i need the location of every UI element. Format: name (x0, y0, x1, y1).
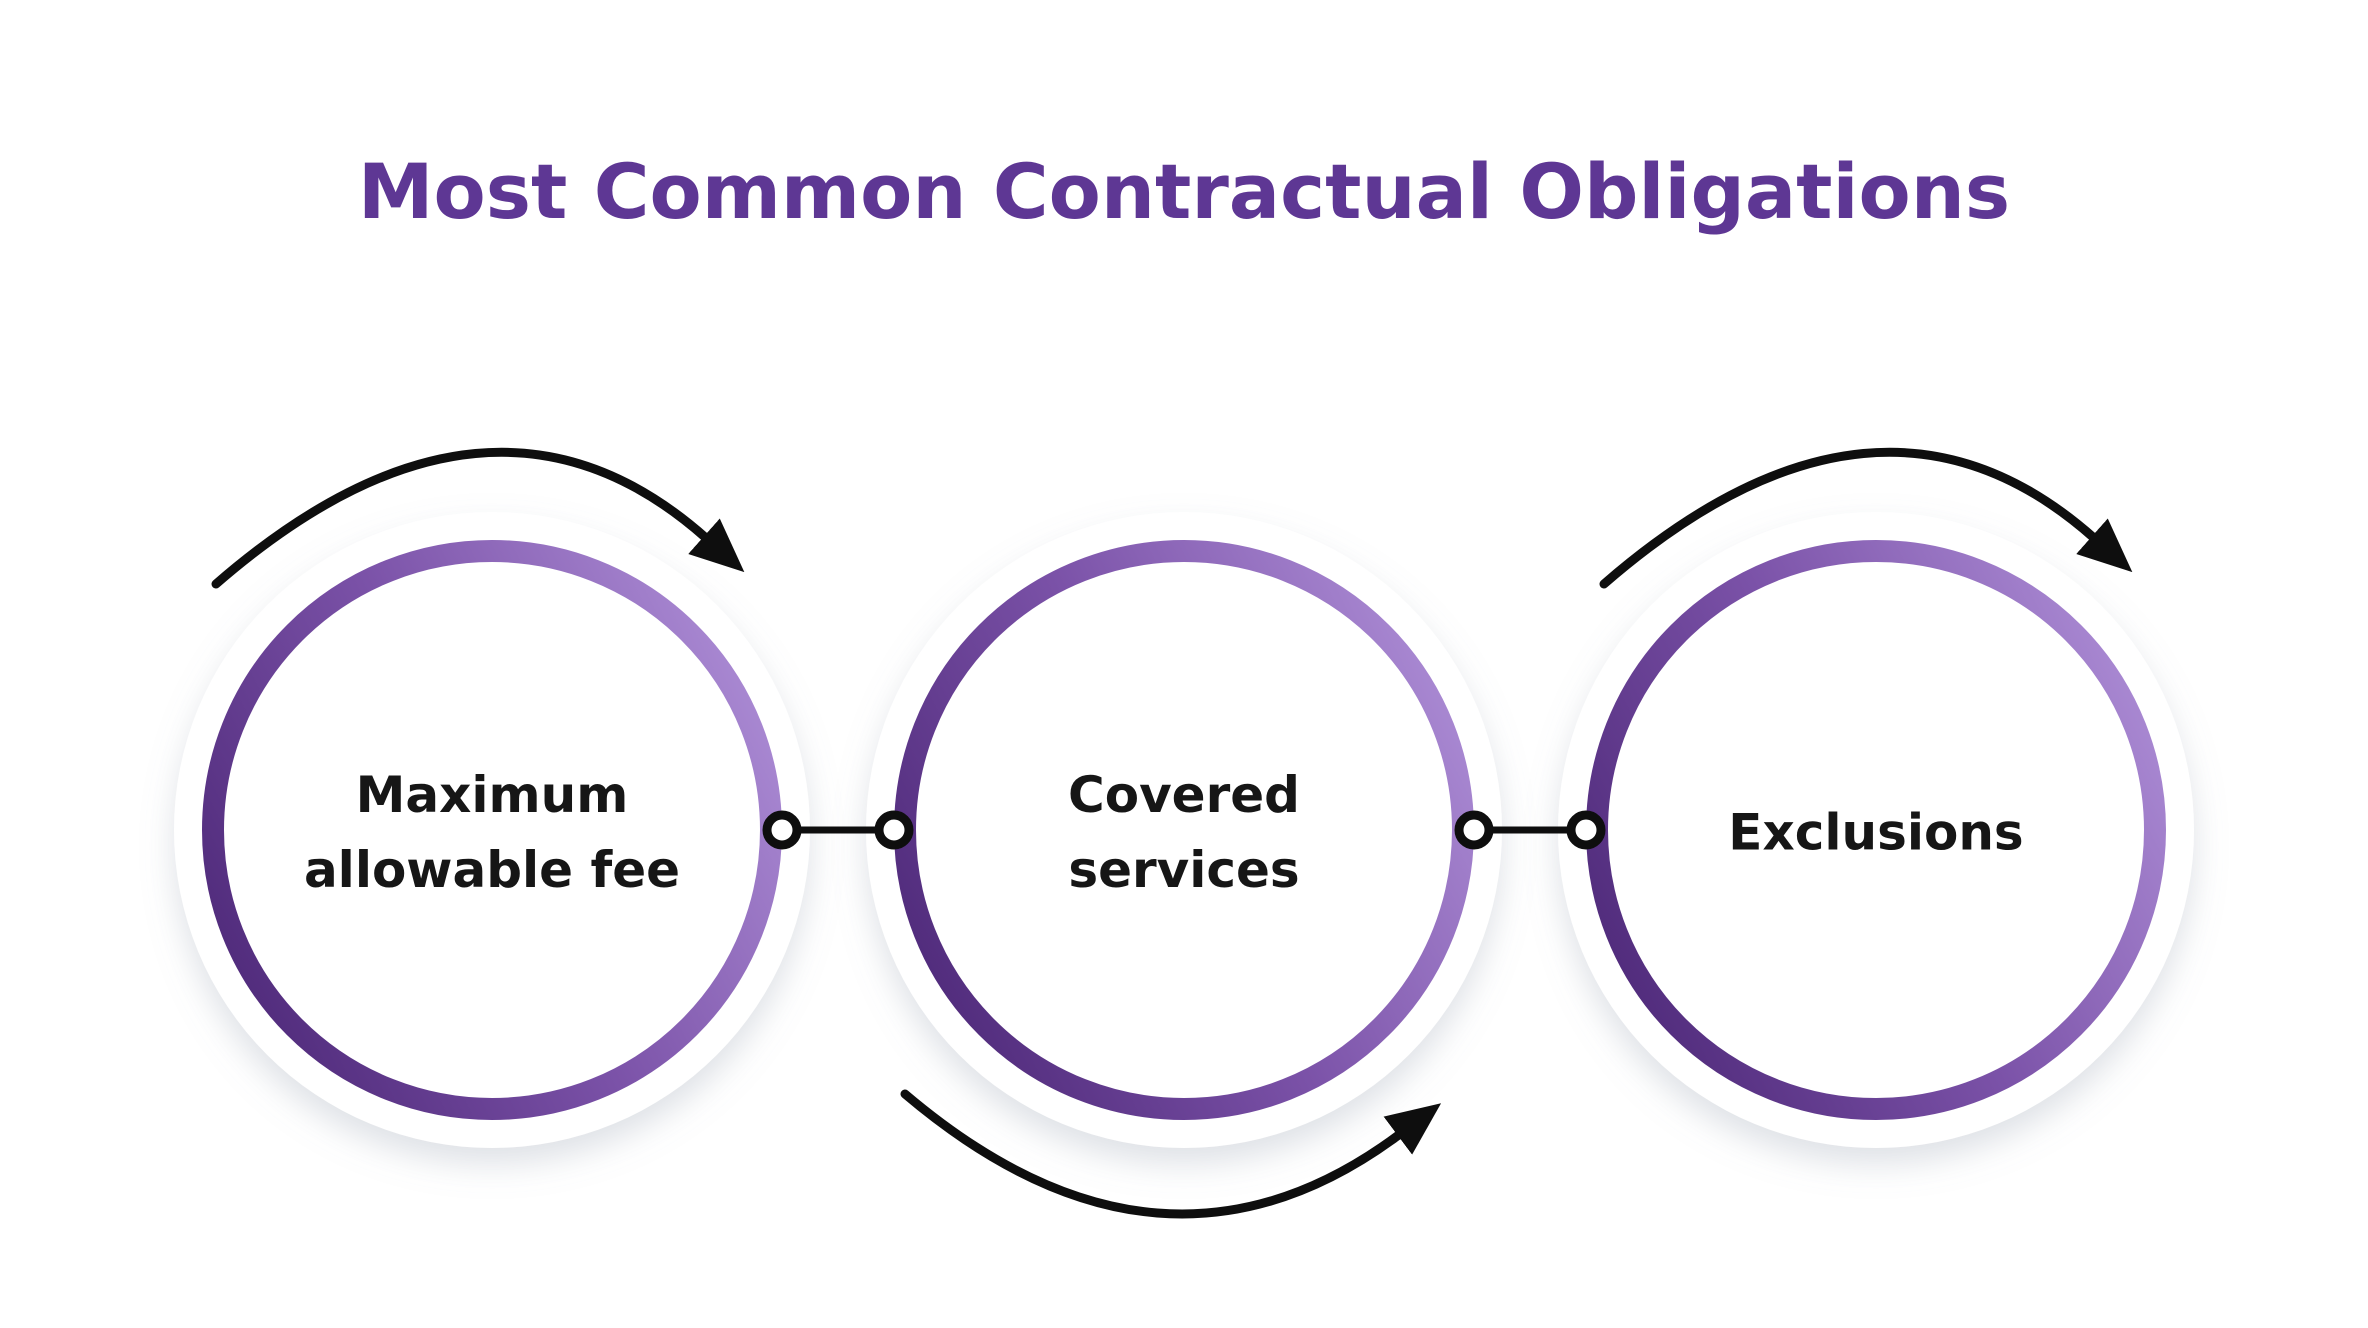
connector-dot (762, 810, 802, 850)
connector-1-2 (762, 810, 914, 850)
connector-dot (1566, 810, 1606, 850)
connector-2-3 (1454, 810, 1606, 850)
node-circle-exclusions (1558, 512, 2194, 1148)
node-label-covered-services: Covered services (1068, 766, 1300, 899)
node-label-maximum-allowable-fee: Maximum allowable fee (303, 766, 681, 899)
curved-arrow-icon-above-node-3 (1599, 447, 2133, 589)
curved-arrow-icon-above-node-1 (211, 447, 745, 589)
page-title: Most Common Contractual Obligations (357, 147, 2011, 236)
connector-dot (1454, 810, 1494, 850)
connector-dot (874, 810, 914, 850)
node-circle-maximum-allowable-fee (174, 512, 810, 1148)
node-label-exclusions: Exclusions (1728, 803, 2024, 862)
curved-arrow-icon-below-node-2 (900, 1089, 1442, 1219)
